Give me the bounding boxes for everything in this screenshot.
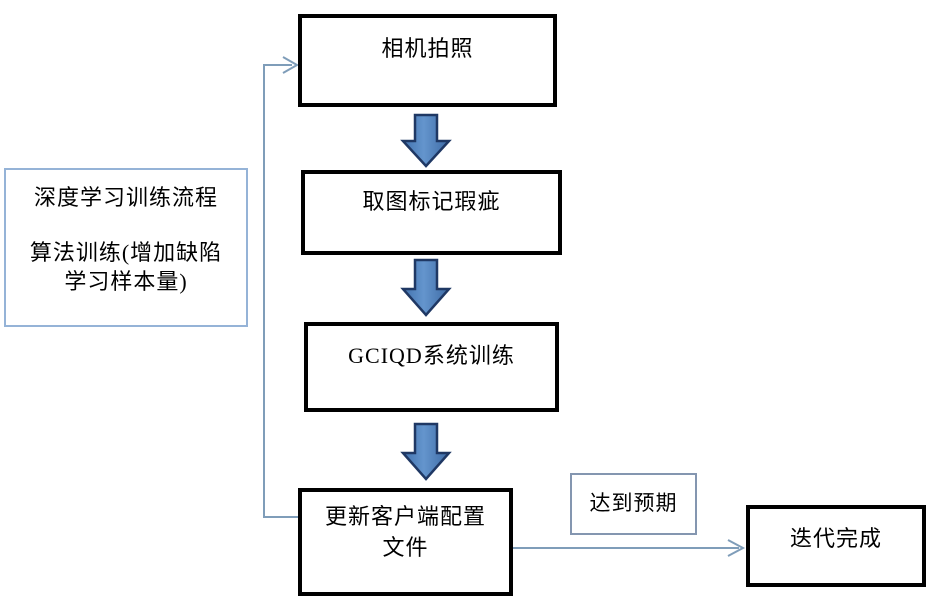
node-camera-capture: 相机拍照 bbox=[298, 14, 557, 107]
node-label: 取图标记瑕疵 bbox=[362, 189, 501, 214]
side-note-line: 深度学习训练流程 bbox=[33, 185, 218, 210]
branch-label-expected: 达到预期 bbox=[570, 473, 697, 535]
down-block-arrow-3 bbox=[400, 422, 452, 481]
node-update-config: 更新客户端配置 文件 bbox=[298, 488, 513, 596]
node-iteration-done: 迭代完成 bbox=[746, 505, 926, 587]
node-label-line: 文件 bbox=[382, 535, 429, 560]
side-note-box: 深度学习训练流程 算法训练(增加缺陷 学习样本量) bbox=[4, 168, 248, 327]
done-connector-arrow bbox=[513, 539, 746, 557]
feedback-connector-arrow bbox=[263, 56, 300, 518]
node-label: 相机拍照 bbox=[381, 36, 474, 61]
node-label: GCIQD系统训练 bbox=[348, 343, 515, 368]
node-mark-defects: 取图标记瑕疵 bbox=[301, 170, 562, 255]
node-label-line: 更新客户端配置 bbox=[324, 504, 486, 529]
branch-label-text: 达到预期 bbox=[589, 491, 678, 515]
node-label: 迭代完成 bbox=[789, 526, 882, 551]
side-note-spacer bbox=[6, 212, 246, 238]
node-system-training: GCIQD系统训练 bbox=[304, 322, 559, 412]
down-block-arrow-1 bbox=[400, 113, 452, 168]
side-note-line: 学习样本量) bbox=[64, 269, 188, 294]
side-note-line: 算法训练(增加缺陷 bbox=[29, 240, 223, 265]
down-block-arrow-2 bbox=[400, 258, 452, 317]
